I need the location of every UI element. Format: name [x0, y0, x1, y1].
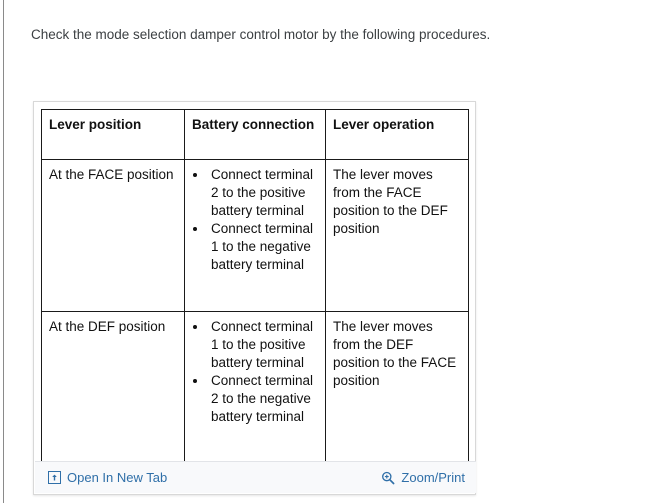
list-item: Connect terminal 1 to the negative batte…: [208, 220, 318, 274]
battery-connection-list: Connect terminal 1 to the positive batte…: [192, 318, 318, 426]
list-item: Connect terminal 2 to the positive batte…: [208, 166, 318, 220]
table-header-row: Lever position Battery connection Lever …: [41, 109, 469, 160]
open-in-new-tab-button[interactable]: Open In New Tab: [48, 469, 167, 486]
intro-paragraph: Check the mode selection damper control …: [31, 27, 491, 42]
column-header-battery-connection: Battery connection: [184, 109, 326, 160]
cell-lever-operation: The lever moves from the DEF position to…: [325, 311, 469, 464]
column-header-lever-operation: Lever operation: [325, 109, 469, 160]
battery-connection-list: Connect terminal 2 to the positive batte…: [192, 166, 318, 274]
lever-operation-text: The lever moves from the FACE position t…: [333, 167, 448, 236]
figure-toolbar: Open In New Tab Zoom/Print: [35, 461, 476, 493]
cell-lever-operation: The lever moves from the FACE position t…: [325, 159, 469, 312]
table-row: At the FACE position Connect terminal 2 …: [41, 159, 469, 312]
cell-lever-position: At the DEF position: [41, 311, 185, 464]
left-panel-edge-rule: [3, 0, 4, 503]
open-in-new-tab-icon: [48, 471, 61, 484]
zoom-print-button[interactable]: Zoom/Print: [381, 469, 465, 486]
list-item: Connect terminal 2 to the negative batte…: [208, 372, 318, 426]
open-in-new-tab-label: Open In New Tab: [67, 470, 168, 485]
lever-operation-text: The lever moves from the DEF position to…: [333, 319, 457, 388]
lever-position-text: At the FACE position: [49, 167, 174, 182]
cell-lever-position: At the FACE position: [41, 159, 185, 312]
zoom-print-label: Zoom/Print: [401, 470, 465, 485]
procedure-table: Lever position Battery connection Lever …: [41, 109, 469, 464]
figure-container: Lever position Battery connection Lever …: [33, 101, 476, 495]
cell-battery-connection: Connect terminal 1 to the positive batte…: [184, 311, 326, 464]
figure-table-wrapper: Lever position Battery connection Lever …: [41, 109, 469, 464]
cell-battery-connection: Connect terminal 2 to the positive batte…: [184, 159, 326, 312]
magnifier-plus-icon: [381, 471, 395, 485]
column-header-lever-position: Lever position: [41, 109, 185, 160]
list-item: Connect terminal 1 to the positive batte…: [208, 318, 318, 372]
table-row: At the DEF position Connect terminal 1 t…: [41, 311, 469, 464]
lever-position-text: At the DEF position: [49, 319, 166, 334]
